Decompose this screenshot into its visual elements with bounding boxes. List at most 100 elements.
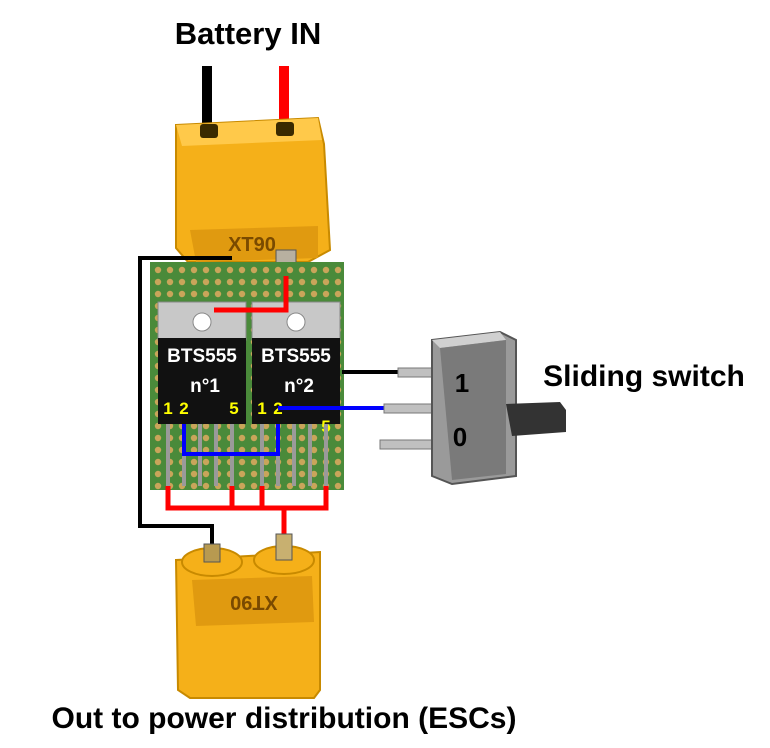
perfboard-hole (262, 422, 270, 430)
perfboard-hole (334, 446, 342, 454)
perfboard-hole (190, 290, 198, 298)
sliding-switch: 1 0 (379, 330, 566, 486)
perfboard-hole (334, 458, 342, 466)
perfboard-hole (238, 470, 246, 478)
perfboard-hole (178, 266, 186, 274)
perfboard-hole (178, 290, 186, 298)
perfboard-hole (286, 266, 294, 274)
perfboard-hole (250, 458, 258, 466)
chip-2-pin-1: 1 (257, 399, 266, 418)
perfboard-hole (274, 290, 282, 298)
perfboard-hole (190, 470, 198, 478)
chip-2-number: n°2 (284, 376, 314, 397)
perfboard-hole (202, 434, 210, 442)
perfboard-hole (286, 482, 294, 490)
perfboard-hole (262, 458, 270, 466)
perfboard-hole (166, 266, 174, 274)
perfboard-hole (250, 482, 258, 490)
perfboard-hole (226, 266, 234, 274)
perfboard-hole (310, 482, 318, 490)
chip-2-part: BTS555 (261, 346, 331, 367)
perfboard-hole (334, 470, 342, 478)
perfboard-hole (190, 434, 198, 442)
perfboard-hole (250, 290, 258, 298)
perfboard-hole (190, 422, 198, 430)
perfboard-hole (190, 278, 198, 286)
battery-in-label: Battery IN (175, 16, 321, 51)
perfboard-hole (322, 290, 330, 298)
perfboard-hole (298, 458, 306, 466)
perfboard-hole (238, 266, 246, 274)
perfboard-hole (238, 458, 246, 466)
perfboard-hole (166, 278, 174, 286)
perfboard-hole (310, 470, 318, 478)
perfboard-hole (190, 482, 198, 490)
perfboard-hole (298, 422, 306, 430)
perfboard-hole (238, 278, 246, 286)
perfboard-hole (298, 446, 306, 454)
chip-1-number: n°1 (190, 376, 220, 397)
perfboard-hole (310, 458, 318, 466)
switch-position-0: 0 (453, 422, 467, 452)
switch-position-1: 1 (455, 368, 469, 398)
perfboard-hole (238, 446, 246, 454)
chip-1-pin-5: 5 (229, 399, 238, 418)
out-to-power-label: Out to power distribution (ESCs) (52, 702, 517, 735)
chip-1-pin-1: 1 (163, 399, 172, 418)
perfboard-hole (202, 446, 210, 454)
perfboard-hole (154, 290, 162, 298)
perfboard-hole (274, 266, 282, 274)
perfboard-hole (298, 290, 306, 298)
perfboard-hole (190, 266, 198, 274)
perfboard-hole (154, 482, 162, 490)
bottom-xt90-connector: XT90 (174, 533, 321, 699)
perfboard-hole (202, 422, 210, 430)
perfboard-hole (286, 422, 294, 430)
perfboard-hole (334, 278, 342, 286)
perfboard-hole (250, 446, 258, 454)
perfboard-hole (310, 266, 318, 274)
top-xt90-connector: XT90 (175, 116, 332, 277)
perfboard-hole (250, 278, 258, 286)
perfboard-hole (154, 422, 162, 430)
perfboard-hole (226, 290, 234, 298)
perfboard-hole (202, 266, 210, 274)
battery-positive-wire (279, 66, 289, 138)
perfboard-hole (154, 458, 162, 466)
perfboard-hole (298, 266, 306, 274)
perfboard-hole (250, 434, 258, 442)
perfboard-hole (334, 434, 342, 442)
perfboard-hole (202, 458, 210, 466)
perfboard-hole (154, 266, 162, 274)
perfboard-hole (334, 290, 342, 298)
perfboard-hole (250, 422, 258, 430)
perfboard-hole (286, 458, 294, 466)
perfboard-hole (190, 458, 198, 466)
perfboard-hole (286, 434, 294, 442)
perfboard-hole (274, 278, 282, 286)
perfboard-hole (286, 470, 294, 478)
bts555-chip-1: BTS555 n°1 1 2 5 (157, 301, 247, 486)
perfboard-hole (262, 434, 270, 442)
perfboard-hole (262, 290, 270, 298)
perfboard-hole (310, 446, 318, 454)
perfboard-hole (238, 422, 246, 430)
perfboard-hole (286, 446, 294, 454)
perfboard-hole (262, 278, 270, 286)
top-xt90-label: XT90 (228, 234, 276, 256)
battery-ground-wire (202, 66, 212, 138)
perfboard-hole (310, 290, 318, 298)
perfboard-hole (262, 266, 270, 274)
perfboard-hole (154, 446, 162, 454)
bottom-xt90-label: XT90 (230, 591, 278, 613)
chip-1-pin-2: 2 (179, 399, 188, 418)
perfboard-hole (262, 470, 270, 478)
ground-wire (138, 256, 232, 550)
perfboard-hole (250, 470, 258, 478)
perfboard-hole (310, 278, 318, 286)
perfboard-hole (334, 422, 342, 430)
perfboard-hole (154, 470, 162, 478)
perfboard-hole (202, 470, 210, 478)
chip-1-part: BTS555 (167, 346, 237, 367)
perfboard-hole (298, 278, 306, 286)
